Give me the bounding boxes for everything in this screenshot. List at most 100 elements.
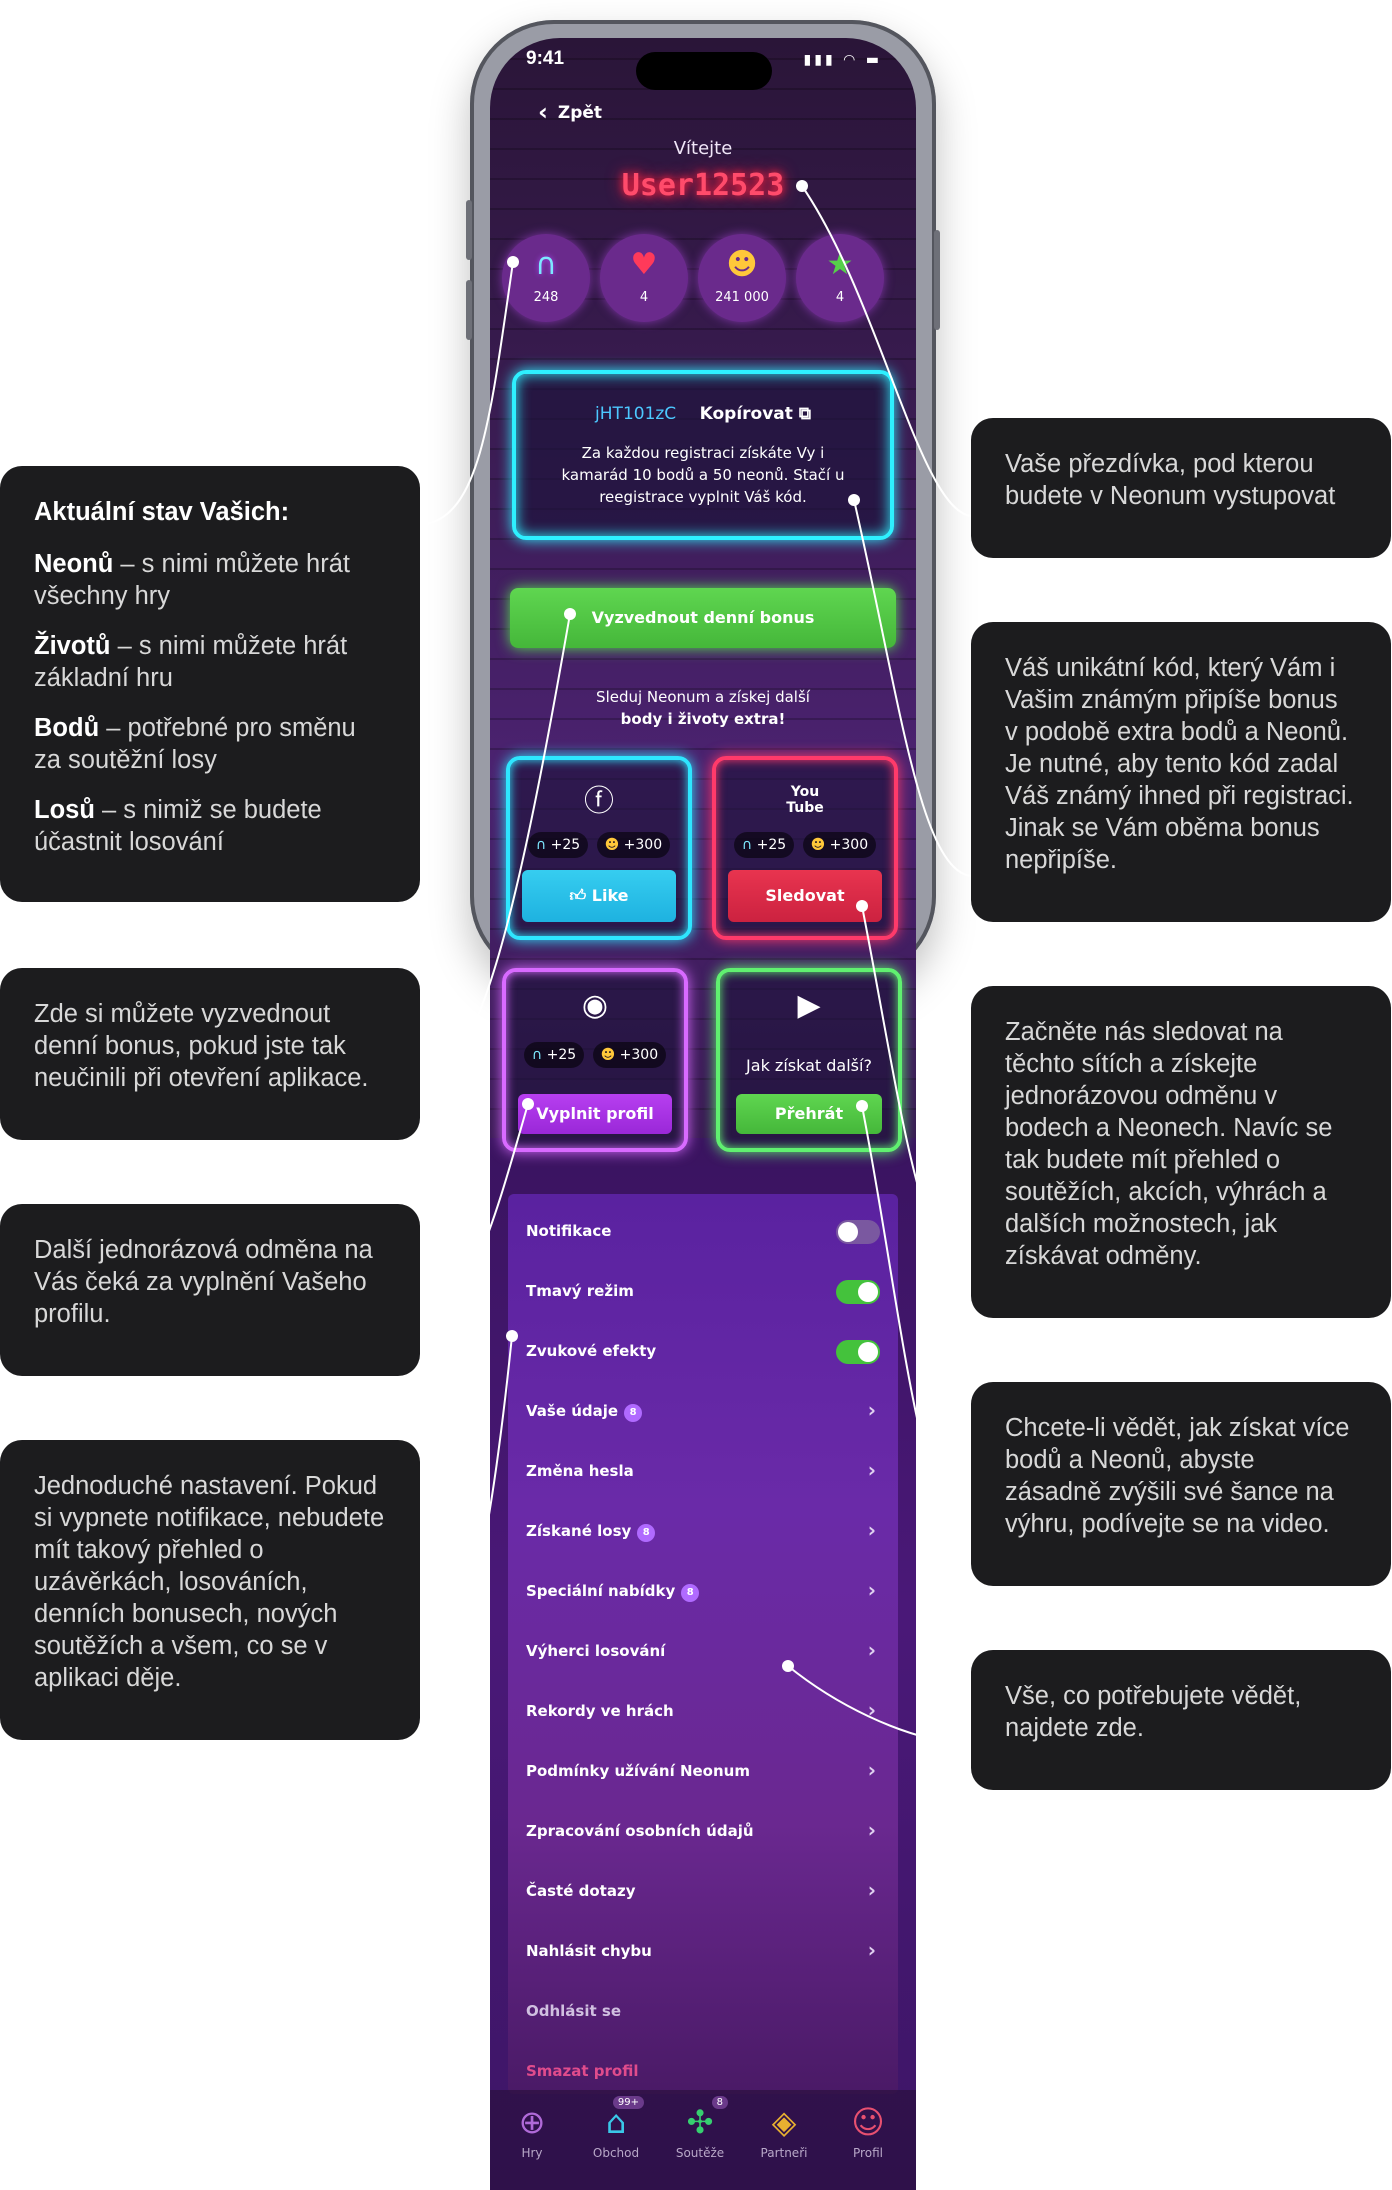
play-icon: ▶ [797, 988, 821, 1023]
follow-line-2: body i životy extra! [620, 710, 786, 728]
back-button[interactable]: ‹Zpět [538, 96, 602, 126]
menu-label: Vaše údaje [526, 1402, 619, 1420]
status-icons: ▮▮▮ ◠ ▬ [803, 52, 882, 68]
daily-bonus-button[interactable]: Vyzvednout denní bonus [510, 588, 896, 648]
chevron-right-icon: › [867, 1518, 876, 1542]
username: User12523 [621, 168, 785, 203]
stat-value: 248 [533, 290, 559, 305]
copy-button[interactable]: Kopírovat ⧉ [700, 404, 811, 424]
callout-text: Jednoduché nastavení. Pokud si vypnete n… [34, 1472, 385, 1692]
toggle-knob [858, 1342, 878, 1362]
callout-text: – potřebné pro směnu za soutěžní losy [34, 714, 356, 774]
tab-profile[interactable]: ☺ Profil [826, 2102, 910, 2160]
setting-notifications[interactable]: Notifikace [526, 1204, 880, 1264]
follow-button[interactable]: Sledovat [728, 870, 882, 922]
setting-label: Notifikace [526, 1222, 612, 1240]
shop-bag-icon: ⌂ [605, 2103, 627, 2141]
callout-profile-reward: Další jednorázová odměna na Vás čeká za … [0, 1204, 420, 1376]
reward-points-value: +300 [619, 1047, 659, 1063]
dark-mode-toggle[interactable] [836, 1280, 880, 1304]
delete-profile-button[interactable]: Smazat profil [526, 2044, 880, 2104]
user-icon: ◉ [581, 988, 609, 1023]
callout-social: Začněte nás sledovat na těchto sítích a … [971, 986, 1391, 1318]
facebook-card: ⓕ ∩ +25 ☻ +300 👍︎ Like [506, 756, 692, 940]
menu-item-report-bug[interactable]: Nahlásit chybu › [526, 1924, 880, 1984]
follow-line-1: Sleduj Neonum a získej další [596, 688, 810, 706]
callout-nickname: Vaše přezdívka, pod kterou budete v Neon… [971, 418, 1391, 558]
menu-item-terms[interactable]: Podmínky užívání Neonum › [526, 1744, 880, 1804]
phone-side-button [466, 280, 472, 340]
sound-toggle[interactable] [836, 1340, 880, 1364]
tab-shop[interactable]: ⌂ 99+ Obchod [574, 2096, 658, 2160]
callout-video: Chcete-li vědět, jak získat více bodů a … [971, 1382, 1391, 1586]
tab-games[interactable]: ⊕ Hry [490, 2102, 574, 2160]
setting-sound[interactable]: Zvukové efekty [526, 1324, 880, 1384]
callout-text: Chcete-li vědět, jak získat více bodů a … [1005, 1414, 1350, 1538]
callout-text: Vaše přezdívka, pod kterou budete v Neon… [1005, 450, 1336, 510]
notifications-toggle[interactable] [836, 1220, 880, 1244]
callout-text: Začněte nás sledovat na těchto sítích a … [1005, 1018, 1333, 1270]
tab-badge: 99+ [612, 2096, 644, 2109]
logout-button[interactable]: Odhlásit se [526, 1984, 880, 2044]
reward-points: ☻ +300 [592, 1042, 667, 1068]
copy-label: Kopírovat [699, 404, 793, 424]
toggle-knob [858, 1282, 878, 1302]
tab-badge: 8 [711, 2096, 728, 2109]
menu-item-game-records[interactable]: Rekordy ve hrách › [526, 1684, 880, 1744]
status-time: 9:41 [526, 48, 565, 69]
profile-card: ◉ ∩ +25 ☻ +300 Vyplnit profil [502, 968, 688, 1152]
callout-settings: Jednoduché nastavení. Pokud si vypnete n… [0, 1440, 420, 1740]
like-button[interactable]: 👍︎ Like [522, 870, 676, 922]
reward-neon-value: +25 [550, 837, 581, 853]
callout-item: Životů – s nimi můžete hrát základní hru [34, 630, 386, 694]
chevron-right-icon: › [867, 1578, 876, 1602]
stat-value: 4 [639, 290, 649, 305]
app-screen: 9:41 ▮▮▮ ◠ ▬ ‹Zpět Vítejte User12523 ∩ 2… [490, 38, 916, 2190]
ticket-icon: ★ [826, 247, 854, 282]
menu-item-winners[interactable]: Výherci losování › [526, 1624, 880, 1684]
neon-icon: ∩ [741, 837, 753, 853]
reward-neon: ∩ +25 [523, 1042, 585, 1068]
tab-label: Hry [521, 2146, 543, 2160]
neon-icon: ∩ [535, 247, 557, 282]
reward-neon-value: +25 [756, 837, 787, 853]
tab-competitions[interactable]: ✣ 8 Soutěže [658, 2096, 742, 2160]
like-label: Like [591, 886, 629, 905]
callout-text: Váš unikátní kód, který Vám i Vašim znám… [1005, 654, 1354, 874]
setting-dark-mode[interactable]: Tmavý režim [526, 1264, 880, 1324]
referral-description: Za každou registraci získáte Vy i kamará… [561, 444, 845, 506]
play-button[interactable]: Přehrát [736, 1094, 882, 1134]
stat-lives: ♥ 4 [600, 234, 688, 322]
points-icon: ☻ [604, 837, 620, 853]
menu-label: Nahlásit chybu [526, 1942, 652, 1960]
chevron-right-icon: › [867, 1758, 876, 1782]
heart-icon: ♥ [630, 247, 658, 282]
referral-code: jHT101zC [595, 404, 677, 424]
callout-text: – s nimi můžete hrát všechny hry [34, 550, 350, 610]
menu-badge: 8 [681, 1584, 700, 1602]
tab-bar: ⊕ Hry ⌂ 99+ Obchod ✣ 8 Soutěže ◈ Partneř… [490, 2090, 916, 2190]
callout-item: Losů – s nimiž se budete účastnit losová… [34, 794, 386, 858]
menu-label: Změna hesla [526, 1462, 634, 1480]
delete-profile-label: Smazat profil [526, 2062, 639, 2080]
reward-points-value: +300 [623, 837, 663, 853]
menu-item-change-password[interactable]: Změna hesla › [526, 1444, 880, 1504]
callout-text: Zde si můžete vyzvednout denní bonus, po… [34, 1000, 369, 1092]
chevron-right-icon: › [867, 1698, 876, 1722]
menu-item-privacy[interactable]: Zpracování osobních údajů › [526, 1804, 880, 1864]
menu-item-faq[interactable]: Časté dotazy › [526, 1864, 880, 1924]
fill-profile-button[interactable]: Vyplnit profil [518, 1094, 672, 1134]
thumbs-up-icon: 👍︎ [569, 886, 587, 905]
follow-text: Sleduj Neonum a získej další body i živo… [490, 686, 916, 730]
callout-referral-code: Váš unikátní kód, který Vám i Vašim znám… [971, 622, 1391, 922]
stat-neons: ∩ 248 [502, 234, 590, 322]
setting-label: Zvukové efekty [526, 1342, 657, 1360]
dynamic-island [636, 52, 772, 90]
tab-partners[interactable]: ◈ Partneři [742, 2102, 826, 2160]
menu-label: Rekordy ve hrách [526, 1702, 674, 1720]
video-title: Jak získat další? [746, 1056, 872, 1075]
